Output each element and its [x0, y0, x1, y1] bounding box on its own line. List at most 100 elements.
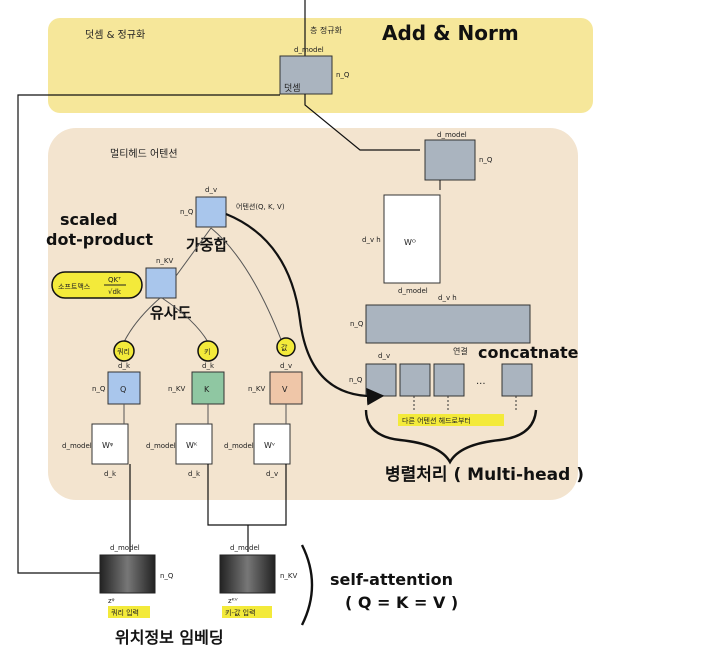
wq-dk: d_k: [104, 470, 117, 478]
head-output-arrow: [225, 212, 385, 406]
add-norm-title: 덧셈 & 정규화: [85, 29, 145, 41]
add-nq-label: n_Q: [336, 71, 350, 79]
zkv-label: zᴷⱽ: [228, 597, 238, 605]
multihead-brace: [364, 409, 538, 465]
head-output-n: [501, 363, 533, 397]
zq-dmodel: d_model: [110, 544, 140, 552]
wv-dmodel: d_model: [224, 442, 254, 450]
v-label: V: [282, 385, 288, 394]
wk-dmodel: d_model: [146, 442, 176, 450]
self-attention-annotation: self-attention: [330, 570, 453, 589]
attn-out-dv: d_v: [205, 186, 217, 194]
head-output-1: [365, 363, 397, 397]
v-nkv: n_KV: [248, 385, 266, 393]
add-norm-annotation: Add & Norm: [382, 21, 519, 45]
zq-embedding: [99, 554, 156, 594]
softmax-num: QKᵀ: [108, 276, 121, 284]
pos-embed-annotation: 위치정보 임베딩: [115, 628, 224, 647]
value-label: 값: [281, 344, 288, 352]
other-heads-label: 다른 어텐션 헤드로부터: [402, 416, 471, 425]
wk-box: [175, 423, 213, 465]
concat-annotation: concatnate: [478, 343, 579, 362]
k-label: K: [204, 385, 210, 394]
wo-weight-box: [383, 194, 441, 284]
concat-kr-label: 연결: [453, 346, 468, 356]
attn-to-sim: [175, 227, 212, 277]
k-nkv: n_KV: [168, 385, 186, 393]
qkv-equal-annotation: ( Q = K = V ): [345, 593, 458, 612]
q-label: Q: [120, 385, 126, 394]
concat-dvh-label: d_v h: [438, 294, 457, 302]
wo-out-nq: n_Q: [479, 156, 493, 164]
v-dv: d_v: [280, 362, 292, 370]
wo-dmodel-label: d_model: [398, 287, 428, 295]
q-dk: d_k: [118, 362, 131, 370]
add-box-label: 덧셈: [284, 82, 301, 94]
kv-input-label: 키-값 입력: [225, 608, 256, 617]
wo-dvh-label: d_v h: [362, 236, 381, 244]
zkv-dmodel: d_model: [230, 544, 260, 552]
scaled-annotation-1: scaled: [60, 210, 118, 229]
residual-line: [17, 94, 280, 574]
key-circle: [197, 340, 219, 362]
attn-out-nq: n_Q: [180, 208, 194, 216]
head-ellipsis: ...: [476, 376, 486, 387]
multihead-panel: [48, 128, 578, 500]
query-input-label: 쿼리 입력: [111, 608, 139, 617]
v-box: [269, 371, 303, 405]
wq-dmodel: d_model: [62, 442, 92, 450]
concat-box: [365, 304, 531, 344]
wv-box: [253, 423, 291, 465]
head-output-3: [433, 363, 465, 397]
multihead-title: 멀티헤드 어텐션: [110, 147, 178, 160]
layer-norm-label: 층 정규화: [310, 25, 343, 35]
weighted-sum-annotation: 가중합: [186, 236, 228, 254]
add-box: [279, 55, 333, 95]
attn-func-label: 어텐션(Q, K, V): [236, 202, 285, 211]
wv-dv: d_v: [266, 470, 278, 478]
softmax-label: 소프트맥스: [58, 282, 91, 291]
sim-to-key: [161, 297, 209, 343]
head-nq-label: n_Q: [349, 376, 363, 384]
wq-label: Wᵠ: [102, 441, 114, 450]
kv-bracket: [207, 464, 287, 526]
zq-label: zᵠ: [108, 597, 115, 605]
head-dv-label: d_v: [378, 352, 390, 360]
similarity-annotation: 유사도: [150, 304, 192, 322]
wo-output-box: [424, 139, 476, 181]
zq-nq: n_Q: [160, 572, 174, 580]
other-heads-highlight: [398, 414, 504, 426]
parallel-annotation: 병렬처리 ( Multi-head ): [385, 464, 584, 485]
sim-to-query: [123, 297, 161, 343]
zkv-nkv: n_KV: [280, 572, 298, 580]
softmax-pill: [51, 271, 143, 299]
wo-label: Wᴼ: [404, 238, 416, 247]
add-dmodel-label: d_model: [294, 46, 324, 54]
wk-dk: d_k: [188, 470, 201, 478]
attn-to-value: [210, 227, 283, 343]
k-dk: d_k: [202, 362, 215, 370]
head-output-2: [399, 363, 431, 397]
query-input-highlight: [108, 606, 150, 618]
wk-label: Wᴷ: [186, 441, 198, 450]
wv-label: Wᵛ: [264, 441, 275, 450]
kv-input-highlight: [222, 606, 272, 618]
softmax-den: √dk: [108, 288, 122, 296]
wq-box: [91, 423, 129, 465]
similarity-box: [145, 267, 177, 299]
query-circle: [113, 340, 135, 362]
sim-nkv: n_KV: [156, 257, 174, 265]
query-label: 쿼리: [117, 347, 130, 356]
zkv-embedding: [219, 554, 276, 594]
concat-nq-label: n_Q: [350, 320, 364, 328]
wo-out-dmodel: d_model: [437, 131, 467, 139]
scaled-annotation-2: dot-product: [46, 230, 153, 249]
key-label: 키: [204, 347, 210, 356]
attention-output-box: [195, 196, 227, 228]
self-attention-paren: [300, 544, 314, 626]
value-circle: [276, 337, 296, 357]
wo-to-add-line: [304, 94, 420, 151]
q-nq: n_Q: [92, 385, 106, 393]
